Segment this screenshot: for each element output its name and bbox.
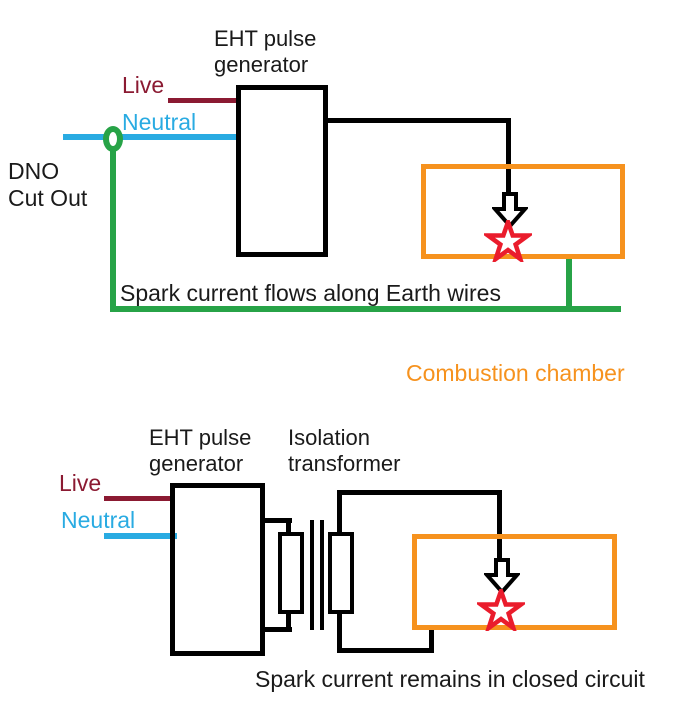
primary-top-stub: [286, 518, 291, 536]
top-live-label: Live: [122, 72, 165, 98]
earth-caption: Spark current flows along Earth wires: [120, 280, 501, 306]
bottom-generator-label: EHT pulse generator: [149, 425, 251, 477]
primary-bottom-stub: [286, 611, 291, 632]
bottom-live-wire: [104, 496, 174, 501]
bottom-neutral-label: Neutral: [61, 507, 136, 533]
primary-bottom-wire: [265, 627, 292, 632]
dno-cutout-label: DNO Cut Out: [8, 158, 87, 212]
secondary-bottom-stub: [337, 613, 342, 653]
bottom-generator-label-line2: generator: [149, 451, 244, 476]
spark-star-icon: [477, 589, 525, 631]
closed-circuit-caption: Spark current remains in closed circuit: [255, 666, 645, 692]
dno-cutout-label-line2: Cut Out: [8, 185, 88, 211]
top-ht-wire-horizontal: [328, 118, 511, 123]
bottom-live-label: Live: [59, 470, 102, 496]
top-generator-label-line1: EHT pulse: [214, 26, 317, 51]
secondary-coil-box: [328, 532, 354, 614]
isolation-transformer-label-line2: transformer: [288, 451, 401, 476]
top-neutral-wire: [63, 134, 238, 140]
top-neutral-label: Neutral: [122, 109, 197, 135]
secondary-top-stub: [337, 490, 342, 534]
top-generator-box: [236, 85, 328, 257]
top-live-wire: [168, 98, 238, 103]
isolation-transformer-label: Isolation transformer: [288, 425, 400, 477]
secondary-bottom-wire: [337, 648, 434, 653]
top-generator-label: EHT pulse generator: [214, 26, 316, 78]
earth-junction-dot: [103, 126, 123, 152]
bottom-neutral-wire: [104, 533, 177, 539]
chamber-return-stub: [429, 627, 434, 653]
bottom-generator-box: [170, 483, 265, 656]
bottom-generator-label-line1: EHT pulse: [149, 425, 252, 450]
down-arrow-icon: [492, 192, 528, 228]
dno-cutout-label-line1: DNO: [8, 158, 60, 184]
spark-star-icon: [484, 220, 532, 262]
primary-coil-box: [278, 532, 304, 614]
top-combustion-chamber-box: [421, 164, 625, 259]
earth-wire-horizontal: [110, 306, 621, 312]
top-generator-label-line2: generator: [214, 52, 309, 77]
combustion-chamber-label: Combustion chamber: [406, 360, 625, 386]
primary-top-wire: [265, 518, 292, 523]
isolation-transformer-label-line1: Isolation: [288, 425, 370, 450]
transformer-core-bar-right: [320, 520, 324, 630]
earth-wire-vertical: [110, 146, 116, 312]
transformer-core-bar-left: [310, 520, 314, 630]
earth-wire-chamber-branch: [566, 258, 572, 312]
secondary-drop-wire: [497, 490, 502, 562]
down-arrow-icon: [484, 558, 520, 594]
secondary-top-wire: [337, 490, 502, 495]
top-ht-wire-vertical: [506, 118, 511, 196]
